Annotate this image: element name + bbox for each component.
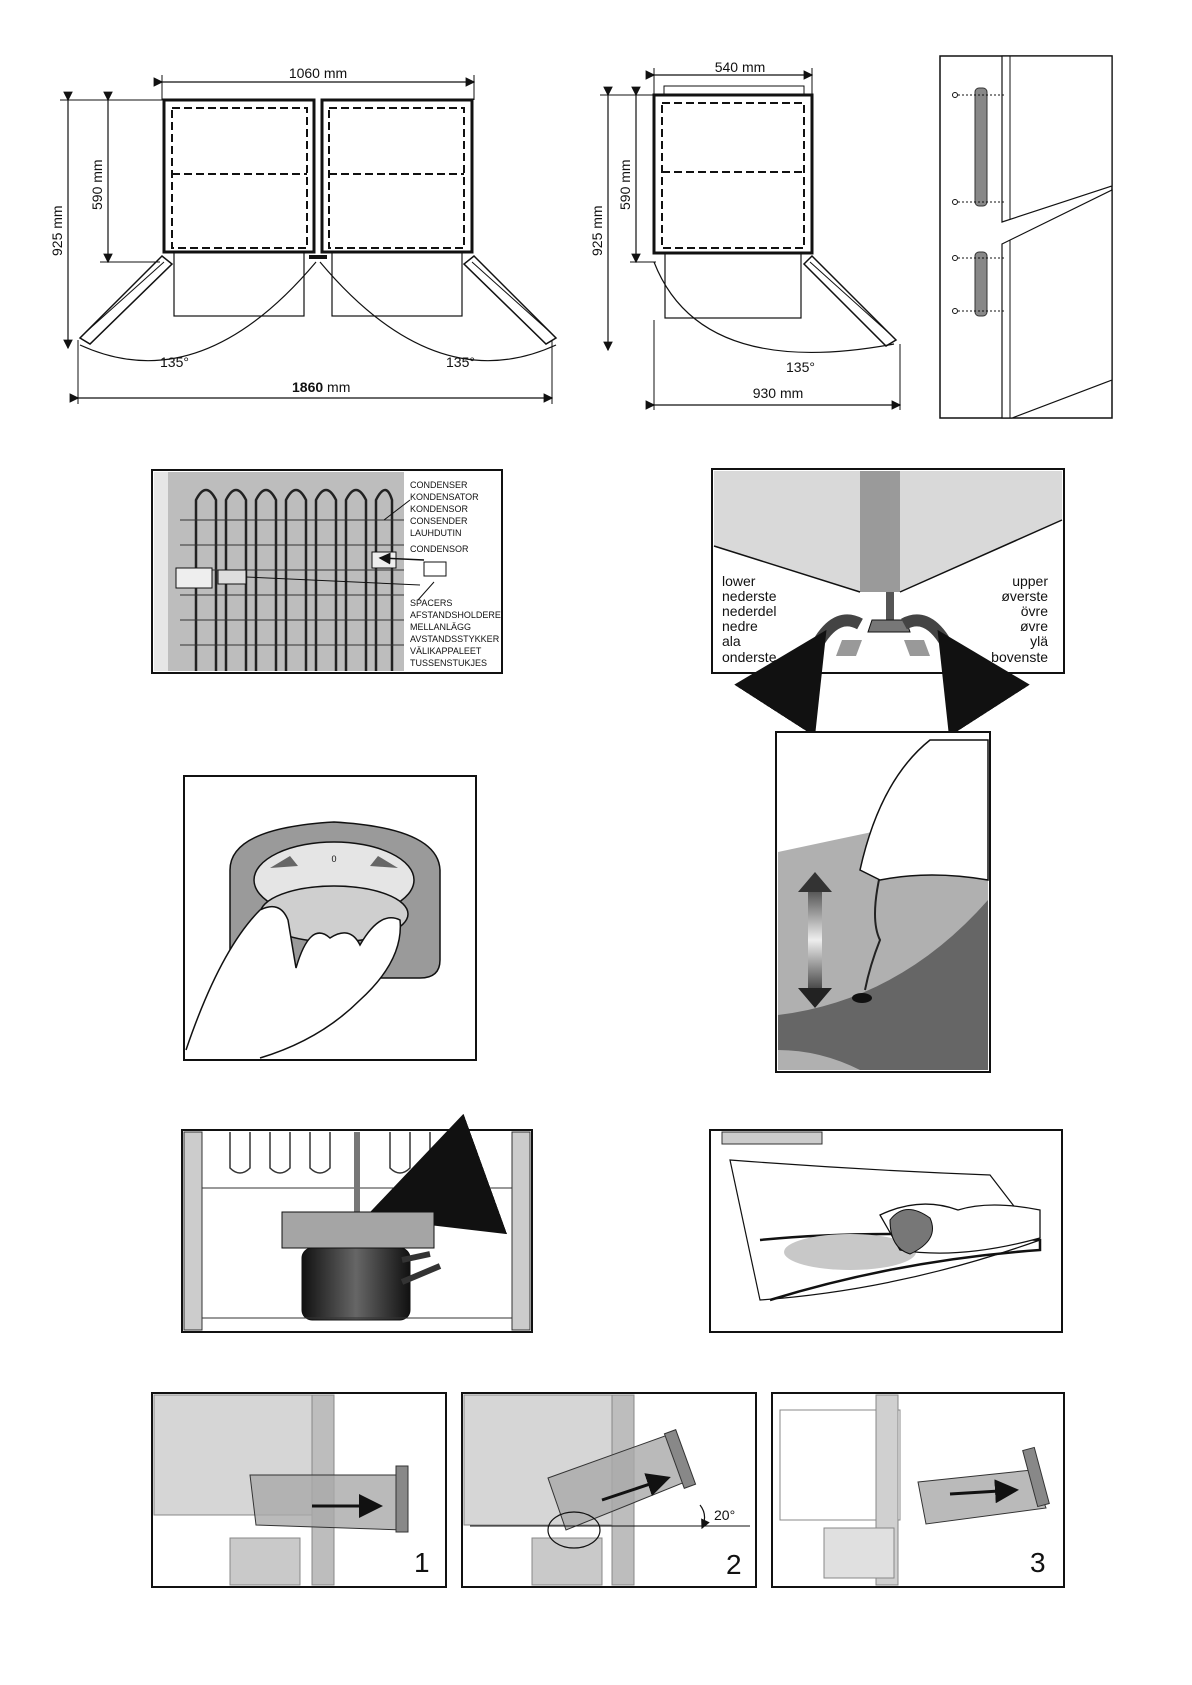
condenser-spacers-diagram: CONDENSER KONDENSATOR KONDENSOR CONSENDE… [151, 469, 503, 674]
condenser-label-1: KONDENSATOR [410, 492, 479, 502]
svg-text:1860 mm: 1860 mm [292, 379, 350, 395]
lower-label-1: nederste [722, 588, 777, 604]
upper-label-1: øverste [1001, 588, 1048, 604]
single-door-dimension-diagram: 540 mm 135° 925 mm 590 mm 930 mm [589, 59, 902, 410]
double-height-cabinet-label: 590 mm [89, 159, 105, 210]
double-door-dimension-diagram: 1060 mm 135° 135° 925 mm 590 mm 1860 m [49, 65, 558, 404]
single-width-label: 540 mm [715, 59, 766, 75]
drain-hole-cleaning-diagram [775, 731, 991, 1073]
double-width-label: 1060 mm [289, 65, 347, 81]
single-height-total-label: 925 mm [589, 205, 605, 256]
lower-label-5: onderste [722, 649, 777, 665]
upper-label-2: övre [1021, 603, 1048, 619]
double-angle-left-label: 135° [160, 354, 189, 370]
upper-label-5: bovenste [991, 649, 1048, 665]
step-2-number: 2 [726, 1549, 742, 1580]
thermostat-dial-mark: 0 [331, 854, 336, 864]
single-open-width-label: 930 mm [753, 385, 804, 401]
double-angle-right-label: 135° [446, 354, 475, 370]
drawer-removal-step-2: 20° 2 [461, 1392, 757, 1588]
step-1-number: 1 [414, 1547, 430, 1578]
step-3-number: 3 [1030, 1547, 1046, 1578]
upper-label-3: øvre [1020, 618, 1048, 634]
condenser-label-2: KONDENSOR [410, 504, 469, 514]
thermostat-dial-diagram: 0 [183, 775, 477, 1061]
spacer-label-4: VÄLIKAPPALEET [410, 646, 482, 656]
drawer-removal-step-3: 3 [771, 1392, 1065, 1588]
condenser-label-4: LAUHDUTIN [410, 528, 462, 538]
condenser-label-0: CONDENSER [410, 480, 468, 490]
lower-label-0: lower [722, 573, 756, 589]
adjustable-feet-diagram: lower nederste nederdel nedre ala onders… [711, 468, 1065, 737]
drawer-removal-step-1: 1 [151, 1392, 447, 1588]
single-height-cabinet-label: 590 mm [617, 159, 633, 210]
handle-mounting-diagram [939, 55, 1113, 419]
spacer-label-2: MELLANLÄGG [410, 622, 471, 632]
condenser-label-5: CONDENSOR [410, 544, 469, 554]
upper-label-0: upper [1012, 573, 1048, 589]
spacer-label-3: AVSTANDSSTYKKER [410, 634, 500, 644]
double-open-width-value: 1860 [292, 379, 323, 395]
spacer-label-1: AFSTANDSHOLDERE [410, 610, 501, 620]
spacer-label-0: SPACERS [410, 598, 452, 608]
double-open-width-unit: mm [323, 379, 350, 395]
lower-label-2: nederdel [722, 603, 777, 619]
step-2-angle: 20° [714, 1507, 735, 1523]
wiping-water-diagram [709, 1129, 1063, 1333]
condenser-label-3: CONSENDER [410, 516, 468, 526]
lower-label-4: ala [722, 633, 741, 649]
upper-label-4: ylä [1030, 633, 1048, 649]
compressor-tray-diagram [181, 1113, 533, 1333]
lower-label-3: nedre [722, 618, 758, 634]
single-angle-label: 135° [786, 359, 815, 375]
condenser-coil [194, 488, 394, 671]
spacer-label-5: TUSSENSTUKJES [410, 658, 487, 668]
double-height-total-label: 925 mm [49, 205, 65, 256]
